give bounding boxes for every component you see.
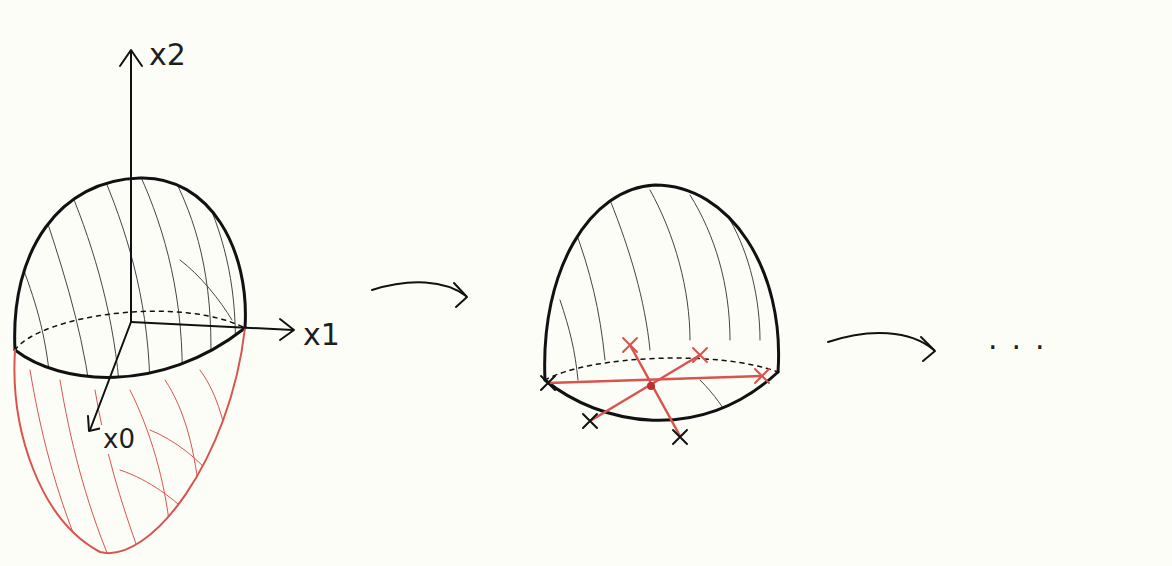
hatching — [20, 175, 235, 395]
cross-marks — [541, 376, 687, 444]
arrowhead — [120, 50, 142, 66]
arrowhead — [280, 319, 294, 340]
transition-arrow — [372, 282, 466, 296]
axis-x0 — [90, 322, 131, 430]
axis-x1 — [131, 322, 293, 330]
chords — [548, 345, 762, 436]
lower-half-outline — [14, 328, 245, 553]
equator-front — [15, 328, 245, 377]
hatching-red — [30, 370, 228, 560]
hatching — [560, 190, 760, 420]
axis-label: x1 — [300, 318, 343, 351]
arrowhead — [921, 337, 935, 361]
arrowhead — [454, 283, 467, 307]
axis-x2 — [130, 52, 132, 322]
transition-arrow — [828, 333, 934, 350]
continuation-dots: ... — [985, 322, 1062, 355]
dome-outline — [545, 185, 779, 380]
center-dot — [647, 382, 655, 390]
axis-label: x2 — [146, 38, 189, 71]
cross-marks-red — [623, 338, 769, 383]
axis-label: x0 — [100, 425, 138, 454]
